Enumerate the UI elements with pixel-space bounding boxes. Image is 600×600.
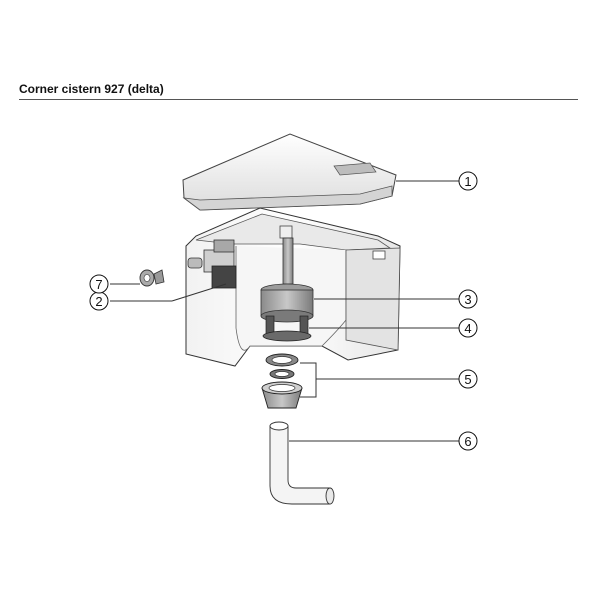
cistern-lid-icon [182, 133, 397, 211]
leader-line-2b [171, 283, 227, 302]
callout-2: 2 [89, 291, 109, 311]
callout-7-number: 7 [95, 277, 102, 292]
callout-4: 4 [458, 318, 478, 338]
callout-6-number: 6 [464, 434, 471, 449]
callout-1: 1 [458, 171, 478, 191]
flush-pipe-icon [269, 421, 335, 505]
diagram-title: Corner cistern 927 (delta) [19, 82, 164, 96]
callout-5: 5 [458, 369, 478, 389]
leader-lines [110, 180, 459, 442]
callout-3: 3 [458, 289, 478, 309]
angle-connector-icon [139, 269, 165, 287]
callout-1-number: 1 [464, 174, 471, 189]
callout-7: 7 [89, 274, 109, 294]
leader-bracket-5 [300, 362, 459, 398]
title-divider [19, 99, 578, 100]
valve-base-icon [262, 315, 312, 342]
fill-valve-icon [187, 239, 237, 289]
callout-5-number: 5 [464, 372, 471, 387]
seal-rings-icon [261, 353, 303, 409]
callout-2-number: 2 [95, 294, 102, 309]
callout-3-number: 3 [464, 292, 471, 307]
callout-4-number: 4 [464, 321, 471, 336]
callout-6: 6 [458, 431, 478, 451]
